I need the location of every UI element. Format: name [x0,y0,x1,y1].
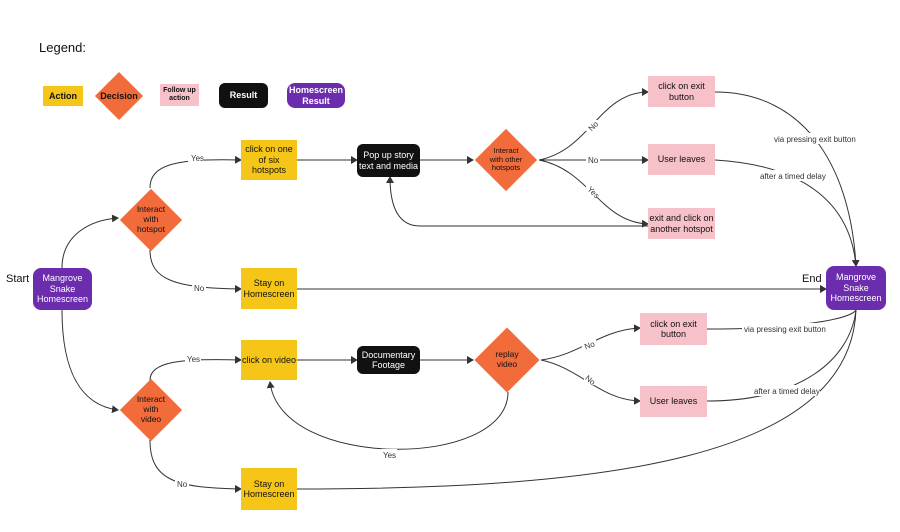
end-label: End [802,273,822,285]
interact-other-label: Interact with other hotspots [489,146,523,173]
edge-leaves-bottom-to-end [706,309,857,402]
interact-hotspot-label: Interact with hotspot [136,204,166,234]
edge-label-timed-top: after a timed delay [760,172,826,181]
click-exit-top-follow: click on exit button [648,76,715,107]
documentary-footage-result: Documentary Footage [357,346,420,374]
click-hotspot-action: click on one of six hotspots [241,140,297,180]
replay-video-label: replay video [495,349,519,369]
popup-story-result: Pop up story text and media [357,144,420,177]
start-homescreen: Mangrove Snake Homescreen [33,268,92,310]
edge-no-to-stay-top [149,249,242,293]
edge-leaves-top-to-end [714,159,857,267]
end-homescreen: Mangrove Snake Homescreen [826,266,886,310]
edge-label-no-exit-bottom: No [583,339,596,351]
edge-exit-another-to-popup [386,176,648,227]
edge-label-yes-replay: Yes [383,451,396,460]
stay-homescreen-top-action: Stay on Homescreen [241,268,297,309]
click-video-action: click on video [241,340,297,380]
legend-decision-label: Decision [100,90,138,101]
stay-homescreen-bottom-action: Stay on Homescreen [241,468,297,510]
edge-label-via-exit-top: via pressing exit button [774,135,856,144]
user-leaves-bottom-follow: User leaves [640,386,707,417]
edge-label-timed-bottom: after a timed delay [754,387,820,396]
legend-homescreen-result: Homescreen Result [287,83,345,108]
legend-action: Action [43,86,83,106]
edge-yes-to-click-video [149,355,242,381]
replay-video-decision: replay video [473,326,541,394]
legend-result: Result [219,83,268,108]
edge-start-to-hotspot-decision [61,214,119,269]
edge-yes-to-click-hotspot [149,155,242,189]
interact-video-label: Interact with video [136,394,166,424]
edge-label-no-leaves-top: No [588,156,599,165]
legend-title: Legend: [39,40,86,55]
legend-follow-up: Follow up action [160,84,199,106]
click-exit-bottom-follow: click on exit button [640,313,707,345]
interact-video-decision: Interact with video [118,378,184,442]
edge-label-yes-hotspot: Yes [191,154,204,163]
interact-other-decision: Interact with other hotspots [473,128,539,192]
start-label: Start [6,273,30,285]
user-leaves-top-follow: User leaves [648,144,715,175]
edge-label-no-hotspot: No [194,284,205,293]
edge-label-yes-video: Yes [187,355,200,364]
edge-no-to-stay-bottom [149,439,242,493]
legend-decision: Decision [94,71,144,121]
edge-stay-bottom-to-end [296,309,857,490]
edge-start-to-video-decision [61,309,119,414]
edge-label-no-video: No [177,480,188,489]
edge-label-via-exit-bottom: via pressing exit button [744,325,826,334]
interact-hotspot-decision: Interact with hotspot [118,188,184,252]
exit-another-hotspot-follow: exit and click on another hotspot [648,208,715,239]
